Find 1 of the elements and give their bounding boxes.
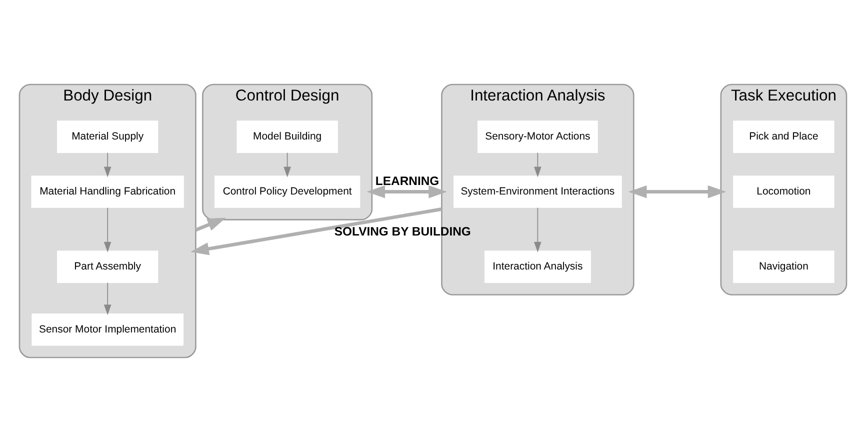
edge-label: LEARNING xyxy=(375,173,440,188)
